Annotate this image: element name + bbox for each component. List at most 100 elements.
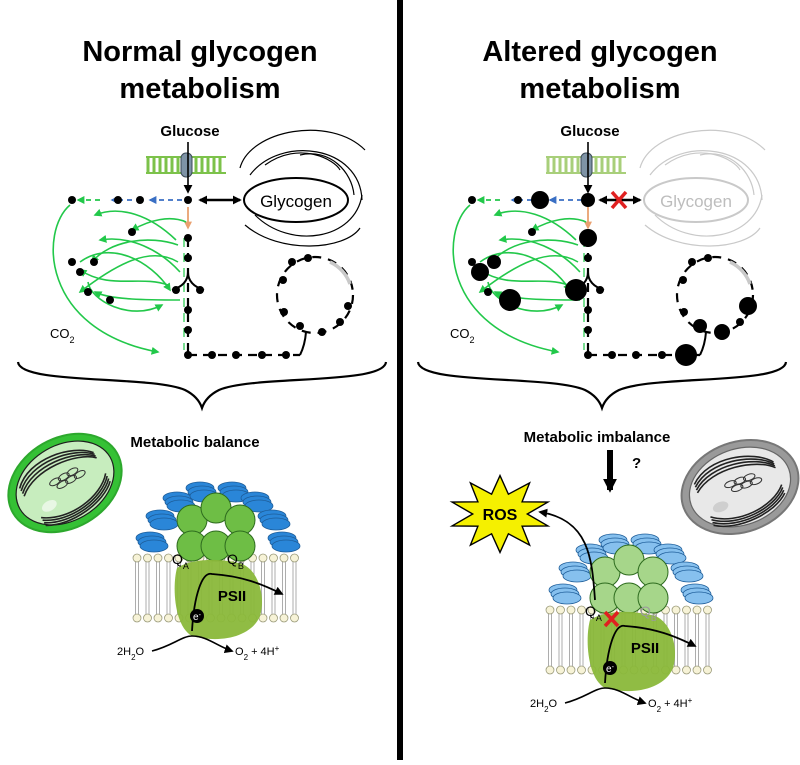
metabolite-node [468, 196, 476, 204]
qb-label: QB [227, 551, 244, 571]
chloroplast-icon [680, 438, 800, 536]
metabolic-cycle [275, 255, 355, 356]
qa-label: QA [585, 603, 602, 623]
right-title-line2: metabolism [519, 73, 681, 105]
oxygen-products-label: O2 + 4H+ [235, 644, 280, 662]
chloroplast-icon [7, 432, 123, 534]
uncertainty-mark: ? [632, 455, 641, 472]
metabolite-node [68, 196, 76, 204]
metabolite-node [184, 196, 192, 204]
metabolite-node [632, 351, 640, 359]
metabolite-node [90, 258, 98, 266]
metabolite-node [680, 308, 688, 316]
qb-label: QB [640, 603, 657, 623]
metabolite-node [608, 351, 616, 359]
ros-label: ROS [483, 507, 518, 524]
summary-brace [416, 361, 788, 412]
metabolic-balance-label: Metabolic balance [130, 434, 259, 451]
glucose-label: Glucose [160, 123, 219, 140]
metabolite-node [184, 234, 192, 242]
metabolite-node [596, 286, 604, 294]
right-title-line1: Altered glycogen [482, 36, 718, 68]
ros-burst-icon: ROS [449, 473, 551, 555]
qb-inhibition-cross-icon [603, 610, 620, 628]
metabolite-node [76, 268, 84, 276]
electron-transfer-arrow [191, 573, 284, 632]
metabolite-nodes [468, 191, 757, 366]
antenna-complex [135, 481, 301, 562]
co2-label: CO2 [50, 326, 75, 345]
glycogen-label: Glycogen [660, 192, 732, 211]
electron-transfer-arrow [604, 625, 697, 684]
glycogen-granule-icon: Glycogen [639, 129, 766, 247]
metabolite-node [232, 351, 240, 359]
psii-label: PSII [631, 640, 659, 657]
metabolite-nodes [68, 196, 352, 359]
oxygen-products-label: O2 + 4H+ [648, 696, 693, 714]
pathway-fork [171, 271, 205, 291]
metabolite-node [679, 276, 687, 284]
metabolite-node [318, 328, 326, 336]
metabolite-node [693, 319, 707, 333]
green-arrows [452, 204, 587, 355]
metabolite-node [68, 258, 76, 266]
right-panel-title: Altered glycogen metabolism [400, 34, 800, 108]
metabolite-node [128, 228, 136, 236]
metabolite-node [282, 351, 290, 359]
metabolite-node [172, 286, 180, 294]
metabolite-node [336, 318, 344, 326]
green-arrows [52, 204, 187, 355]
ros-production-arrow [538, 508, 596, 601]
co2-label: CO2 [450, 326, 475, 345]
metabolite-node [688, 258, 696, 266]
metabolite-node [704, 254, 712, 262]
glycogen-label: Glycogen [260, 192, 332, 211]
qa-label: QA [172, 551, 189, 571]
metabolite-node [279, 276, 287, 284]
metabolite-node [584, 326, 592, 334]
metabolite-node [84, 288, 92, 296]
metabolite-node [736, 318, 744, 326]
metabolite-node [579, 229, 597, 247]
metabolite-node [114, 196, 122, 204]
membrane-transporter-icon [546, 152, 626, 178]
metabolite-node [280, 308, 288, 316]
left-title-line2: metabolism [119, 73, 281, 105]
metabolite-node [484, 288, 492, 296]
metabolite-node [487, 255, 501, 269]
metabolite-node [208, 351, 216, 359]
metabolite-node [581, 193, 595, 207]
metabolite-node [184, 306, 192, 314]
left-title-line1: Normal glycogen [82, 36, 318, 68]
metabolite-node [584, 306, 592, 314]
water-label: 2H2O [530, 698, 558, 714]
water-oxidation-arrow [151, 635, 234, 653]
glycogen-granule-icon: Glycogen [239, 129, 366, 247]
metabolite-node [468, 258, 476, 266]
metabolite-node [136, 196, 144, 204]
metabolite-node [184, 326, 192, 334]
psii-label: PSII [218, 588, 246, 605]
metabolite-node [184, 254, 192, 262]
metabolite-node [471, 263, 489, 281]
electron-label: e- [193, 612, 202, 624]
metabolite-node [106, 296, 114, 304]
metabolite-node [288, 258, 296, 266]
metabolite-node [675, 344, 697, 366]
metabolite-node [184, 351, 192, 359]
water-oxidation-arrow [564, 687, 647, 705]
electron-icon [603, 661, 617, 675]
metabolite-node [344, 302, 352, 310]
metabolite-node [531, 191, 549, 209]
metabolite-node [584, 254, 592, 262]
membrane-transporter-icon [146, 152, 226, 178]
metabolite-node [304, 254, 312, 262]
metabolite-node [296, 322, 304, 330]
metabolite-node [739, 297, 757, 315]
glucose-label: Glucose [560, 123, 619, 140]
